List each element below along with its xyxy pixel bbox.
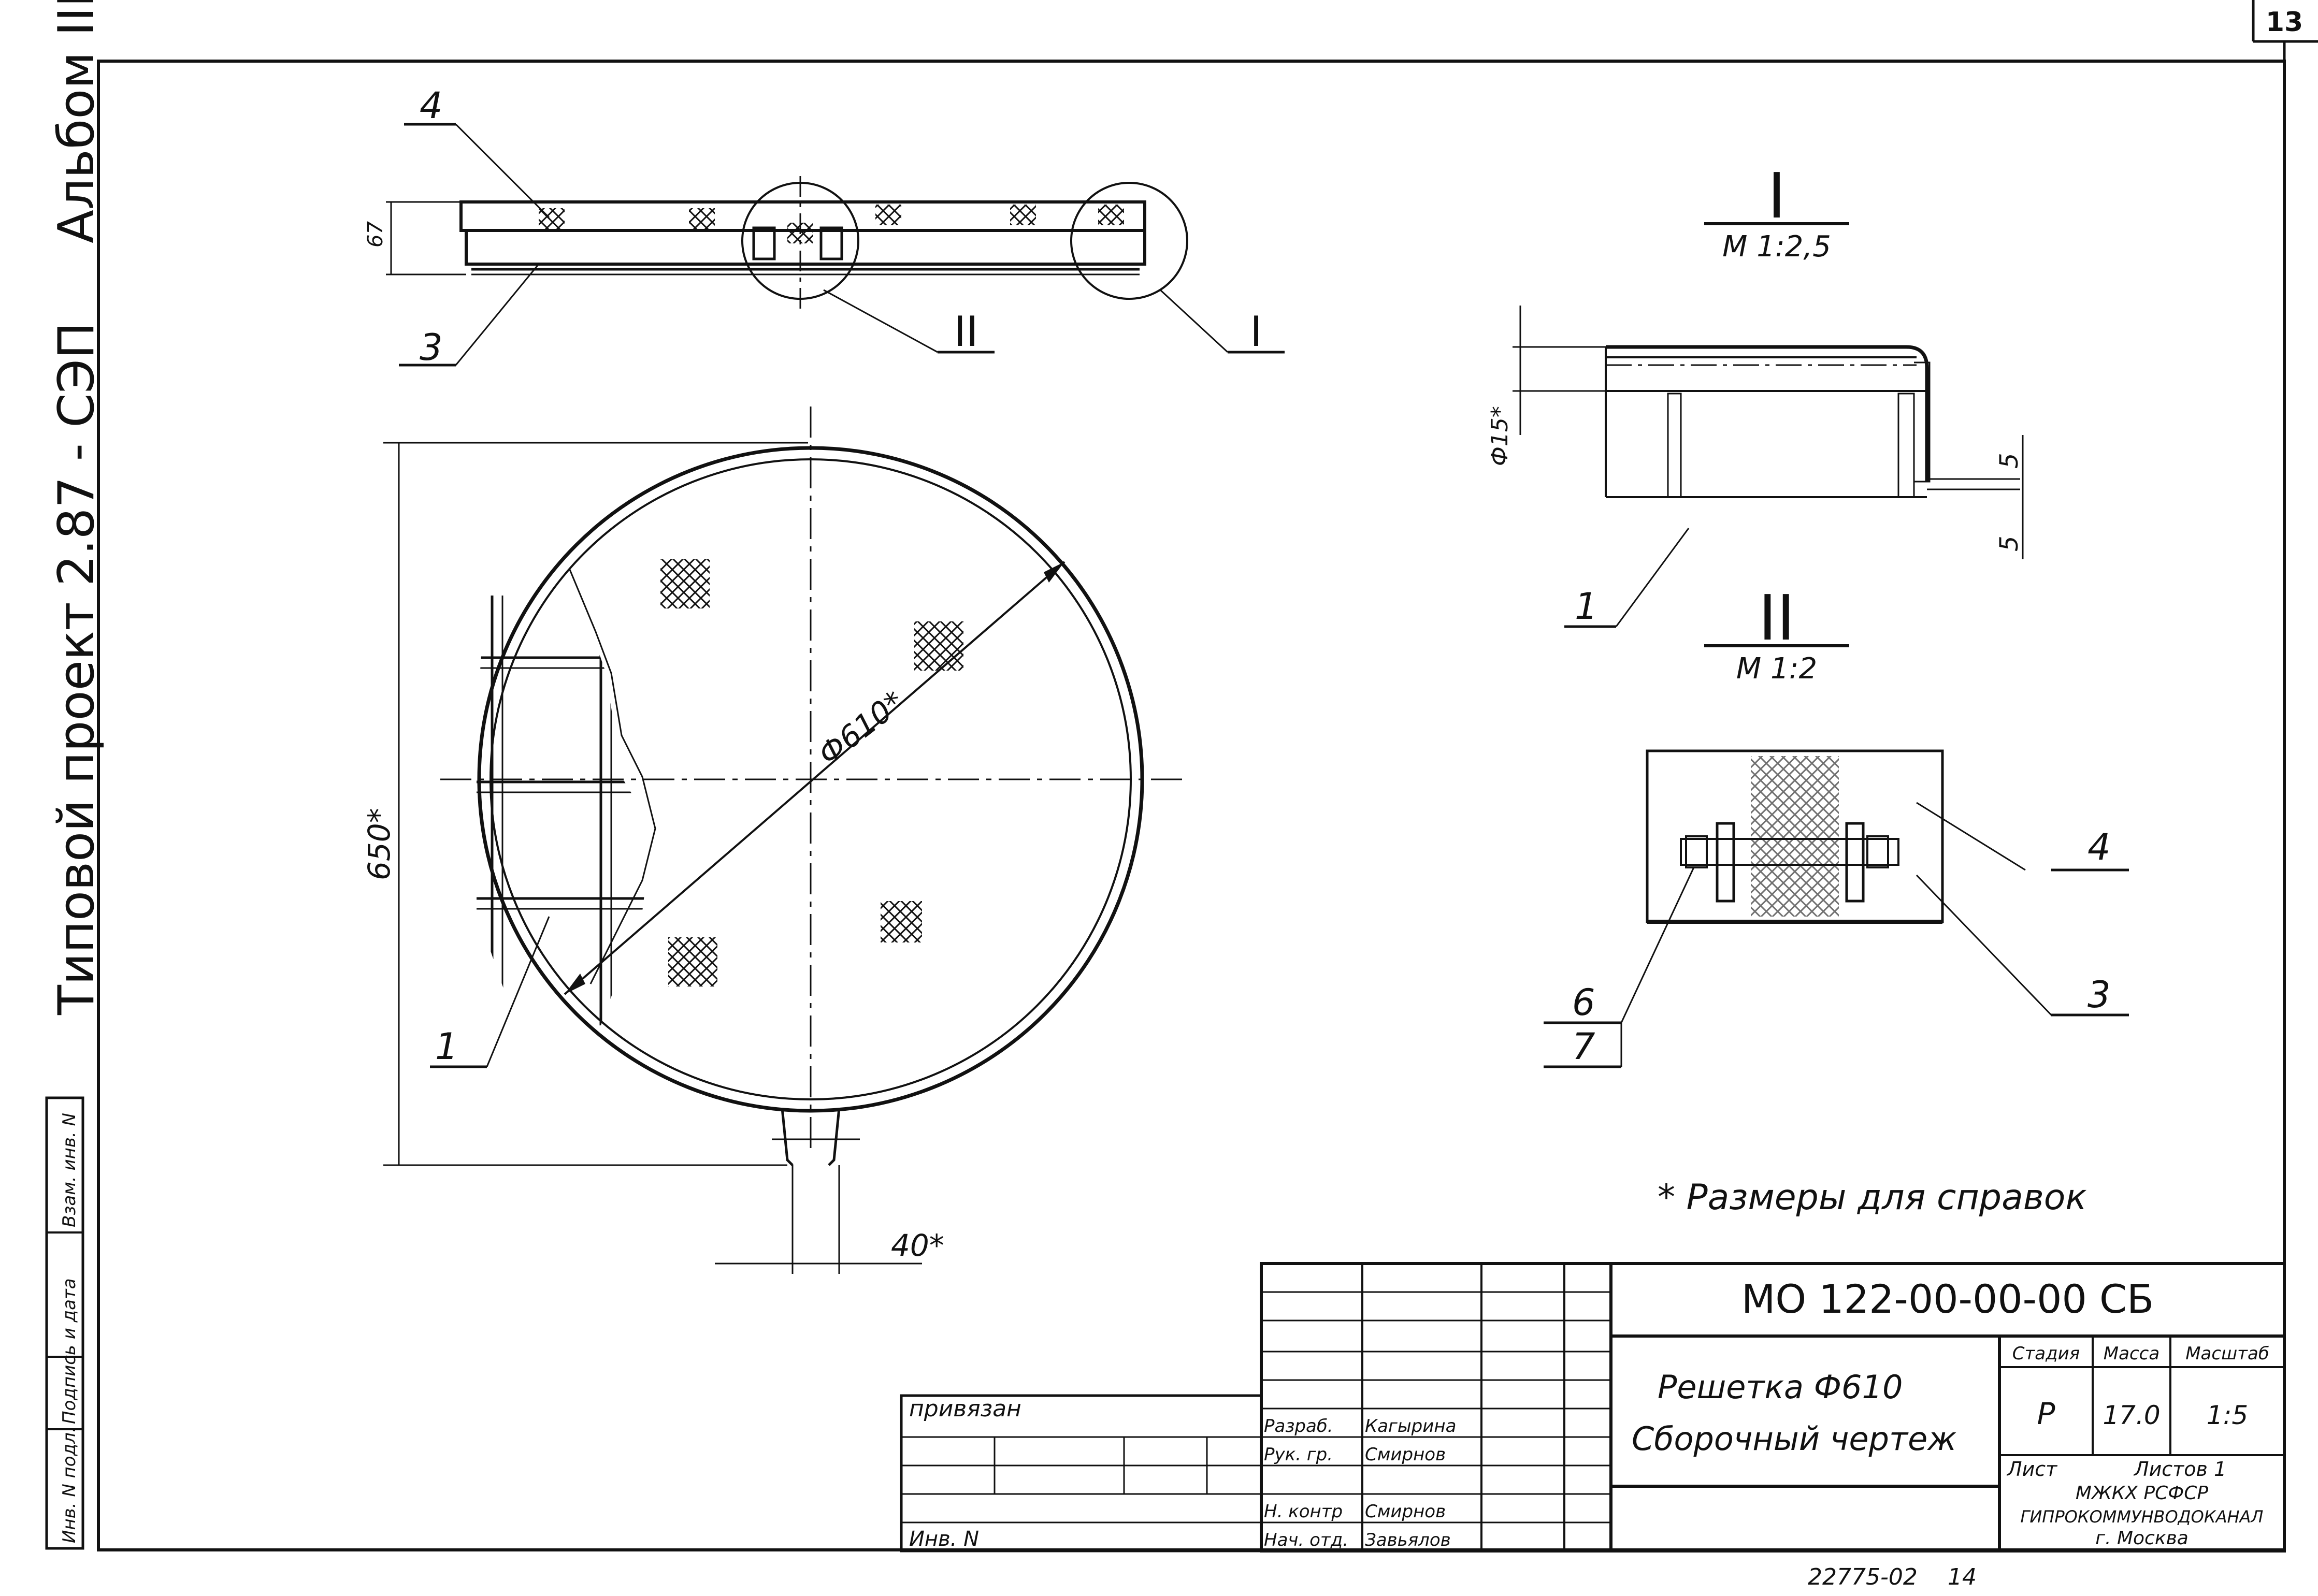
role-3-name: Смирнов bbox=[1365, 1501, 1446, 1522]
org-line-3: г. Москва bbox=[2095, 1528, 2189, 1549]
org-line-2: ГИПРОКОММУНВОДОКАНАЛ bbox=[2021, 1507, 2264, 1527]
reference-note: * Размеры для справок bbox=[1658, 1177, 2086, 1218]
doc-title-line2: Сборочный чертеж bbox=[1632, 1420, 1956, 1458]
plan-height-dim: 650* bbox=[362, 808, 397, 880]
top-view bbox=[386, 123, 1285, 367]
col-header-mass: Масса bbox=[2104, 1343, 2159, 1364]
project-label: Типовой проект 2.87 - СЭП bbox=[48, 322, 105, 1015]
col-header-stage: Стадия bbox=[2012, 1343, 2080, 1364]
doc-title-line1: Решетка Ф610 bbox=[1658, 1368, 1903, 1406]
stamp-cell-3: Взам. инв. N bbox=[59, 1113, 80, 1227]
inv-n-label: Инв. N bbox=[909, 1527, 979, 1551]
role-4-name: Завьялов bbox=[1365, 1530, 1451, 1550]
org-line-1: МЖКХ РСФСР bbox=[2076, 1483, 2208, 1504]
scale-value: 1:5 bbox=[2207, 1400, 2248, 1430]
callout-4-detail: 4 bbox=[2087, 826, 2111, 868]
role-1-name: Кагырина bbox=[1365, 1416, 1456, 1437]
callout-1-plan: 1 bbox=[435, 1025, 458, 1068]
col-header-scale: Масштаб bbox=[2185, 1343, 2269, 1364]
role-2-name: Смирнов bbox=[1365, 1444, 1446, 1465]
callout-4-top: 4 bbox=[420, 84, 443, 127]
plan-view bbox=[383, 407, 1186, 1274]
detail-I-view bbox=[1513, 306, 2024, 628]
stamp-cell-2: Подпись и дата bbox=[59, 1278, 80, 1424]
plan-diameter-dim: Ф610* bbox=[812, 684, 911, 772]
callout-3-top: 3 bbox=[420, 326, 443, 369]
sheets-label: Листов 1 bbox=[2133, 1458, 2226, 1481]
plan-tab-dim: 40* bbox=[891, 1228, 944, 1263]
bottom-page: 14 bbox=[1948, 1564, 1977, 1590]
role-1: Разраб. bbox=[1264, 1416, 1333, 1437]
detail-II-scale: М 1:2 bbox=[1736, 652, 1817, 686]
left-stamp bbox=[45, 1096, 84, 1550]
detail-I-title: I bbox=[1767, 161, 1786, 233]
album-label: Альбом III bbox=[48, 0, 105, 243]
stamp-cell-1: Инв. N подл. bbox=[59, 1427, 80, 1543]
title-block bbox=[900, 1262, 2286, 1553]
detail-I-scale: М 1:2,5 bbox=[1722, 230, 1831, 264]
doc-code: МО 122-00-00-00 СБ bbox=[1741, 1276, 2154, 1322]
mass-value: 17.0 bbox=[2103, 1400, 2160, 1430]
detail-II-title: II bbox=[1759, 583, 1795, 655]
callout-7-detail: 7 bbox=[1572, 1025, 1595, 1068]
detail-I-dim-a: 5 bbox=[1995, 453, 2024, 469]
sheet-label: Лист bbox=[2006, 1458, 2058, 1481]
detail-I-dim-b: 5 bbox=[1995, 535, 2024, 552]
detail-I-dia: Ф15* bbox=[1487, 406, 1513, 466]
callout-1-detail: 1 bbox=[1575, 585, 1598, 628]
privyazan-label: привязан bbox=[909, 1396, 1021, 1422]
callout-6-detail: 6 bbox=[1572, 981, 1595, 1024]
bottom-ref: 22775-02 bbox=[1808, 1564, 1918, 1590]
section-ref-I: I bbox=[1250, 308, 1262, 356]
top-height-dim: 67 bbox=[364, 221, 387, 248]
callout-3-detail: 3 bbox=[2087, 974, 2111, 1016]
role-3: Н. контр bbox=[1264, 1501, 1343, 1522]
role-4: Нач. отд. bbox=[1264, 1530, 1348, 1550]
detail-II-view bbox=[1544, 749, 2129, 1068]
section-ref-II: II bbox=[954, 308, 978, 356]
page-number: 13 bbox=[2266, 7, 2303, 38]
stage-value: Р bbox=[2037, 1396, 2055, 1431]
role-2: Рук. гр. bbox=[1264, 1444, 1333, 1465]
